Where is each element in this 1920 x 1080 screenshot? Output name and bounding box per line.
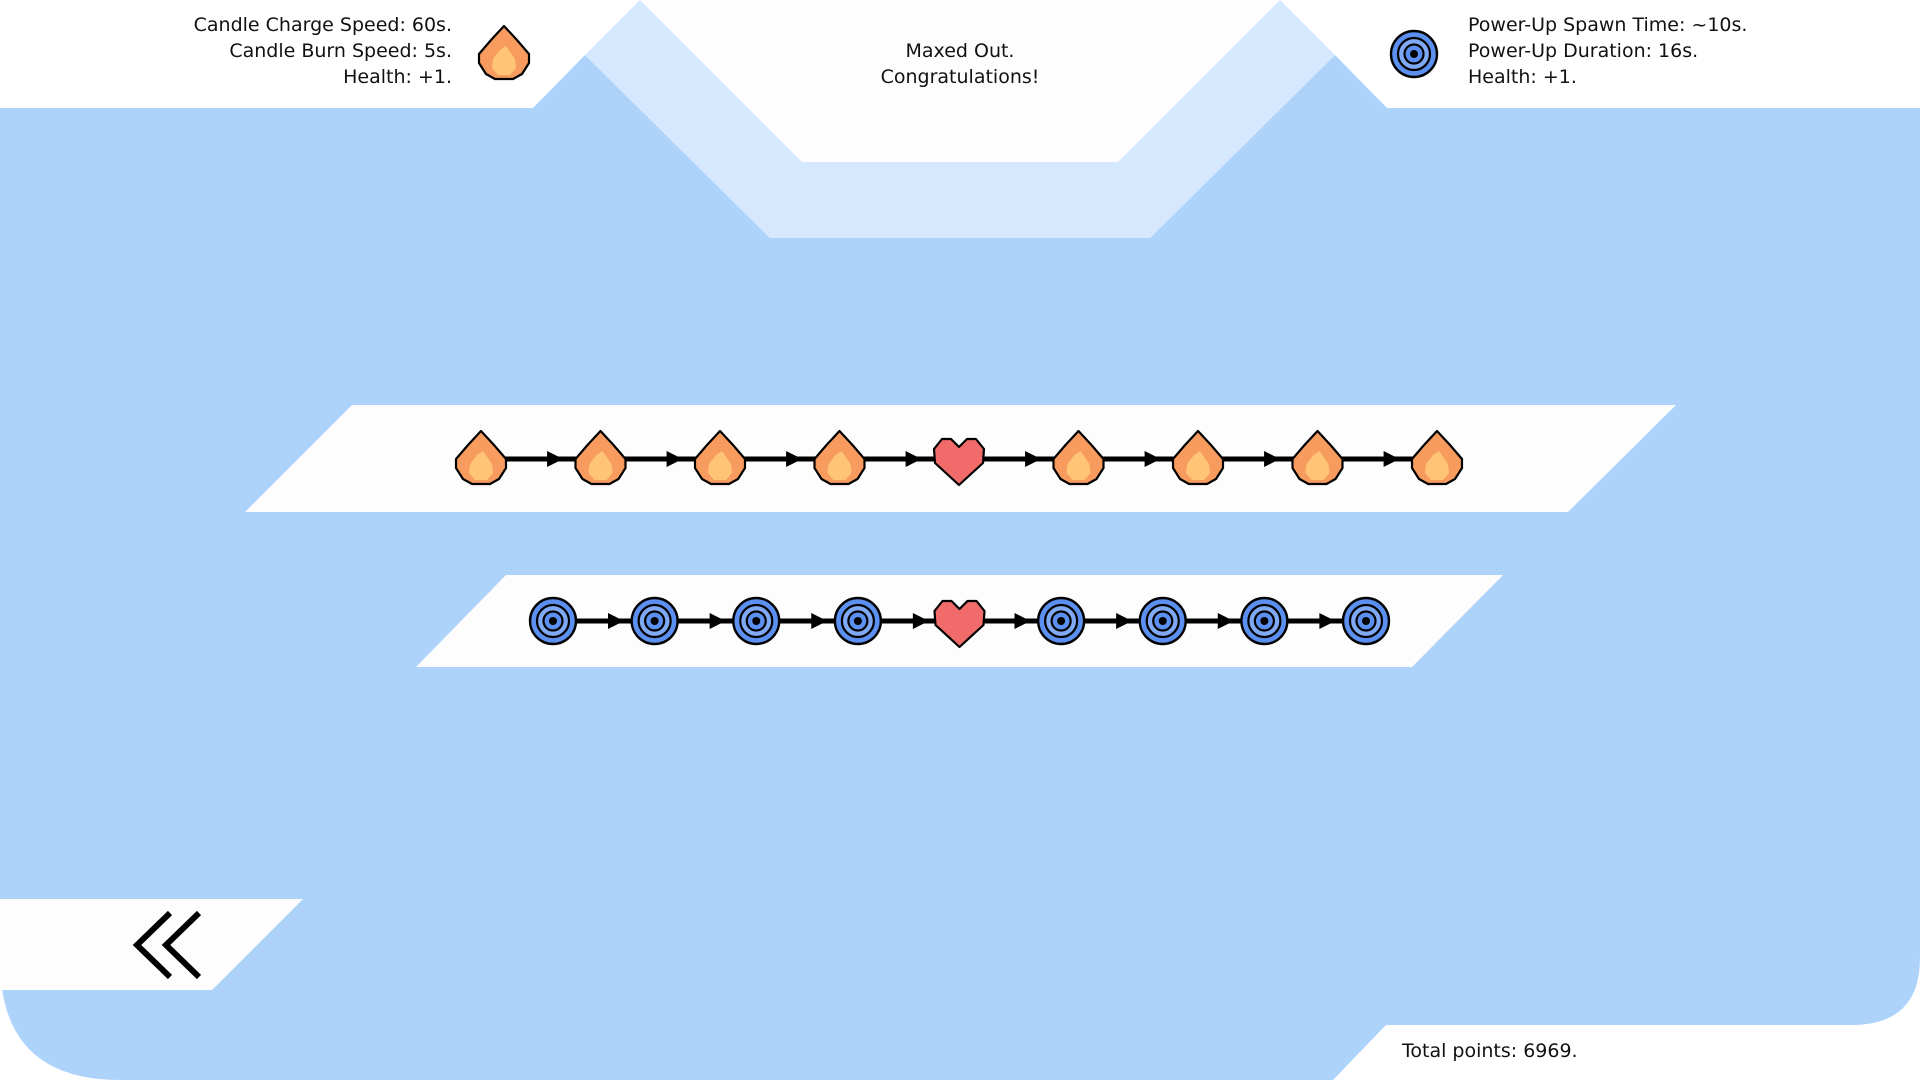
total-points: Total points: 6969. xyxy=(1402,1040,1578,1062)
target-icon xyxy=(1036,596,1086,646)
status-message: Maxed Out. Congratulations! xyxy=(860,38,1060,90)
track-arrow-icon xyxy=(1014,613,1031,629)
status-line: Maxed Out. xyxy=(905,40,1015,62)
track-arrow-icon xyxy=(1116,613,1133,629)
track-arrow-icon xyxy=(1383,451,1400,467)
candle-stat-line: Candle Charge Speed: 60s. xyxy=(193,14,452,36)
track-arrow-icon xyxy=(1025,451,1042,467)
target-icon xyxy=(1138,596,1187,646)
target-icon xyxy=(1389,29,1439,79)
candle-stats: Candle Charge Speed: 60s. Candle Burn Sp… xyxy=(194,12,452,90)
track-arrow-icon xyxy=(1144,451,1161,467)
target-icon xyxy=(1341,596,1391,646)
status-panel xyxy=(640,0,1280,162)
track-arrow-icon xyxy=(905,451,922,467)
candle-stat-line: Candle Burn Speed: 5s. xyxy=(229,40,452,62)
track-arrow-icon xyxy=(912,613,929,629)
double-chevron-left-icon[interactable] xyxy=(132,910,202,980)
back-button[interactable] xyxy=(120,905,210,985)
track-arrow-icon xyxy=(1217,613,1234,629)
powerup-stat-line: Power-Up Duration: 16s. xyxy=(1468,40,1699,62)
flame-icon xyxy=(477,24,531,81)
track-arrow-icon xyxy=(1319,613,1336,629)
track-arrow-icon xyxy=(1264,451,1281,467)
track-arrow-icon xyxy=(608,613,625,629)
status-line: Congratulations! xyxy=(880,66,1040,88)
powerup-stats: Power-Up Spawn Time: ~10s. Power-Up Dura… xyxy=(1468,12,1747,90)
track-arrow-icon xyxy=(709,613,726,629)
powerup-stat-line: Health: +1. xyxy=(1468,66,1577,88)
target-icon xyxy=(833,596,883,646)
back-button-panel xyxy=(0,899,303,990)
candle-stat-line: Health: +1. xyxy=(343,66,452,88)
background-panel xyxy=(0,55,1920,1080)
target-icon xyxy=(630,596,679,646)
target-icon xyxy=(732,596,781,646)
target-icon xyxy=(528,596,578,646)
track-arrow-icon xyxy=(547,451,564,467)
track-arrow-icon xyxy=(811,613,828,629)
powerup-upgrade-track xyxy=(528,596,1391,649)
candle-upgrade-track xyxy=(454,429,1464,487)
track-arrow-icon xyxy=(666,451,683,467)
powerup-stat-line: Power-Up Spawn Time: ~10s. xyxy=(1468,14,1748,36)
target-icon xyxy=(1240,596,1289,646)
track-arrow-icon xyxy=(786,451,803,467)
